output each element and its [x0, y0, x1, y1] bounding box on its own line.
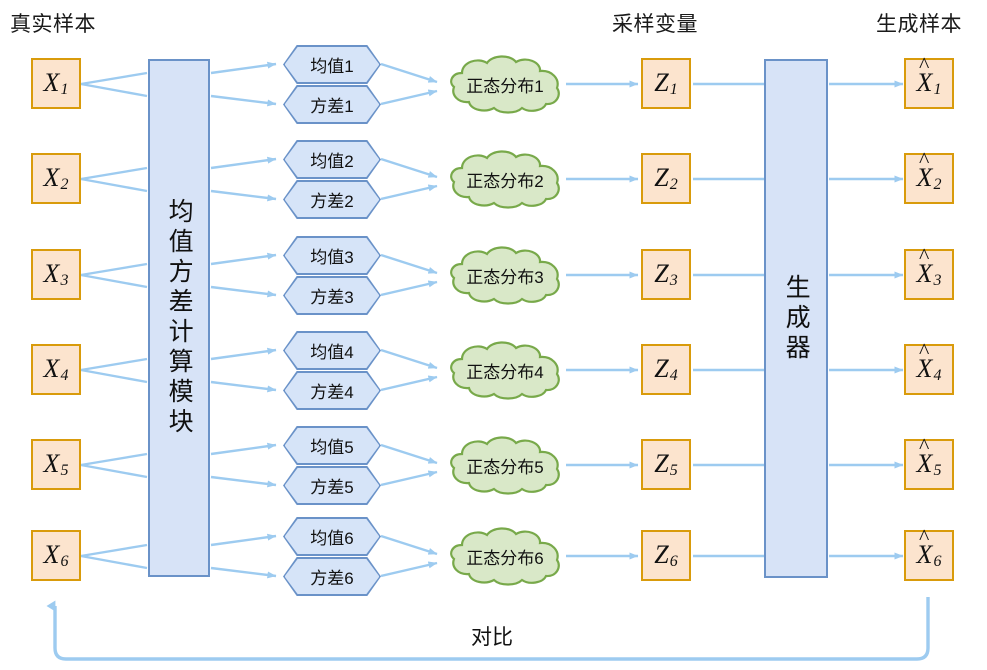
input-sample-label: X5: [43, 448, 69, 480]
variance-hexagon-label: 方差5: [284, 467, 380, 504]
output-sample-label: ^X3: [916, 243, 942, 290]
header-real-samples: 真实样本: [10, 13, 96, 36]
output-sample-box[interactable]: ^X6: [904, 524, 954, 581]
normal-distribution-label: 正态分布3: [466, 267, 544, 287]
normal-distribution-label: 正态分布5: [466, 457, 544, 477]
variance-hexagon[interactable]: 方差3: [283, 276, 381, 315]
variance-hexagon[interactable]: 方差1: [283, 85, 381, 124]
variance-hexagon-label: 方差3: [284, 277, 380, 314]
mean-variance-module-label: 均值方差计算模块: [165, 198, 194, 438]
normal-distribution-cloud[interactable]: 正态分布3: [440, 248, 566, 302]
latent-variable-box[interactable]: Z4: [641, 344, 691, 395]
latent-variable-label: Z2: [654, 162, 678, 194]
mean-hexagon[interactable]: 均值6: [283, 517, 381, 556]
normal-distribution-label: 正态分布4: [466, 362, 544, 382]
output-sample-box[interactable]: ^X1: [904, 52, 954, 109]
output-sample-label: ^X4: [916, 338, 942, 385]
variance-hexagon-label: 方差4: [284, 372, 380, 409]
input-sample-box[interactable]: X2: [31, 153, 81, 204]
mean-hexagon[interactable]: 均值5: [283, 426, 381, 465]
variance-hexagon[interactable]: 方差5: [283, 466, 381, 505]
normal-distribution-cloud[interactable]: 正态分布1: [440, 57, 566, 111]
variance-hexagon[interactable]: 方差2: [283, 180, 381, 219]
variance-hexagon-label: 方差2: [284, 181, 380, 218]
input-sample-box[interactable]: X4: [31, 344, 81, 395]
input-sample-label: X2: [43, 162, 69, 194]
normal-distribution-cloud[interactable]: 正态分布4: [440, 343, 566, 397]
mean-hexagon-label: 均值5: [284, 427, 380, 464]
normal-distribution-label: 正态分布1: [466, 76, 544, 96]
input-sample-box[interactable]: X1: [31, 58, 81, 109]
output-sample-box[interactable]: ^X3: [904, 243, 954, 300]
latent-variable-box[interactable]: Z2: [641, 153, 691, 204]
latent-variable-label: Z6: [654, 539, 678, 571]
header-sampled-variables: 采样变量: [612, 13, 698, 36]
latent-variable-box[interactable]: Z1: [641, 58, 691, 109]
output-sample-box[interactable]: ^X5: [904, 433, 954, 490]
generator-module-label: 生成器: [782, 273, 811, 364]
latent-variable-label: Z4: [654, 353, 678, 385]
output-sample-label: ^X1: [916, 52, 942, 99]
mean-variance-module[interactable]: 均值方差计算模块: [148, 59, 210, 577]
variance-hexagon-label: 方差6: [284, 558, 380, 595]
input-sample-box[interactable]: X6: [31, 530, 81, 581]
output-sample-label: ^X5: [916, 433, 942, 480]
generator-module[interactable]: 生成器: [764, 59, 828, 578]
header-generated-samples: 生成样本: [876, 13, 962, 36]
mean-hexagon-label: 均值1: [284, 46, 380, 83]
latent-variable-box[interactable]: Z6: [641, 530, 691, 581]
variance-hexagon[interactable]: 方差6: [283, 557, 381, 596]
latent-variable-label: Z1: [654, 67, 678, 99]
input-sample-box[interactable]: X3: [31, 249, 81, 300]
normal-distribution-cloud[interactable]: 正态分布6: [440, 529, 566, 583]
input-sample-label: X6: [43, 539, 69, 571]
mean-hexagon-label: 均值4: [284, 332, 380, 369]
latent-variable-box[interactable]: Z5: [641, 439, 691, 490]
normal-distribution-label: 正态分布6: [466, 548, 544, 568]
latent-variable-box[interactable]: Z3: [641, 249, 691, 300]
mean-hexagon-label: 均值2: [284, 141, 380, 178]
input-sample-box[interactable]: X5: [31, 439, 81, 490]
mean-hexagon[interactable]: 均值1: [283, 45, 381, 84]
output-sample-label: ^X6: [916, 524, 942, 571]
input-sample-label: X3: [43, 258, 69, 290]
output-sample-label: ^X2: [916, 147, 942, 194]
variance-hexagon-label: 方差1: [284, 86, 380, 123]
input-sample-label: X4: [43, 353, 69, 385]
mean-hexagon[interactable]: 均值3: [283, 236, 381, 275]
feedback-loop-label: 对比: [471, 626, 513, 649]
mean-hexagon-label: 均值6: [284, 518, 380, 555]
latent-variable-label: Z3: [654, 258, 678, 290]
mean-hexagon[interactable]: 均值4: [283, 331, 381, 370]
normal-distribution-cloud[interactable]: 正态分布2: [440, 152, 566, 206]
output-sample-box[interactable]: ^X2: [904, 147, 954, 204]
mean-hexagon-label: 均值3: [284, 237, 380, 274]
latent-variable-label: Z5: [654, 448, 678, 480]
normal-distribution-label: 正态分布2: [466, 171, 544, 191]
input-sample-label: X1: [43, 67, 69, 99]
normal-distribution-cloud[interactable]: 正态分布5: [440, 438, 566, 492]
output-sample-box[interactable]: ^X4: [904, 338, 954, 395]
variance-hexagon[interactable]: 方差4: [283, 371, 381, 410]
mean-hexagon[interactable]: 均值2: [283, 140, 381, 179]
